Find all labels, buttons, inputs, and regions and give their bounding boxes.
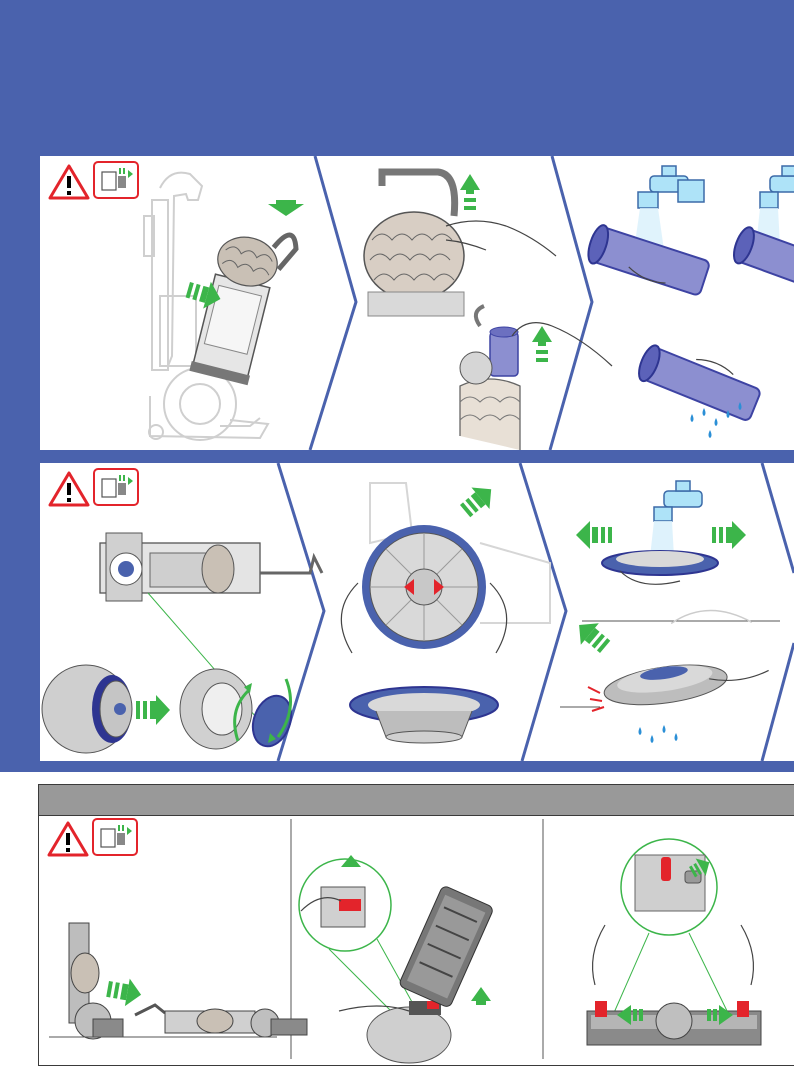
brush-bar-assembly: [338, 1001, 452, 1064]
pre-filter-removal: [459, 304, 613, 450]
green-arrow-icon: [576, 521, 746, 549]
warning-triangle-icon: [48, 164, 90, 200]
section-header-bar: [39, 785, 794, 816]
cyclone-top-view: [363, 168, 557, 317]
rotate-arrow-head: [244, 683, 276, 743]
water-tap-icon: [650, 480, 703, 557]
water-tap-icon: [634, 165, 705, 250]
panel-divider: [548, 156, 594, 450]
post-motor-filter-disc: [340, 525, 508, 654]
callout-line: [612, 932, 650, 1016]
end-cap-detail: [634, 854, 706, 912]
callout-line: [376, 938, 418, 1012]
unplug-icon: [93, 161, 139, 199]
green-arrow-icon: [471, 987, 491, 1005]
machine-lying-down: [99, 532, 324, 602]
green-arrow-icon: [689, 858, 710, 878]
washing-pre-filter: [587, 224, 710, 296]
reclined-vacuum: [134, 1003, 308, 1038]
shaking-pre-filter: [638, 344, 761, 421]
cleaner-head: [586, 924, 762, 1046]
step-row-post-motor-filter: [40, 463, 794, 761]
water-droplet-icon: [690, 402, 742, 438]
green-arrow-icon: [617, 1005, 733, 1025]
panel-divider: [518, 463, 568, 761]
green-arrow-icon: [460, 174, 552, 362]
warning-triangle-icon: [47, 821, 89, 857]
panel-divider: [760, 642, 794, 761]
green-arrow-icon: [341, 855, 361, 867]
unplug-icon: [93, 468, 139, 506]
water-droplet-icon: [638, 725, 678, 743]
panel-divider: [276, 463, 326, 761]
green-arrow-icon: [185, 200, 304, 309]
callout-line: [688, 932, 730, 1016]
green-arrow-icon: [460, 487, 492, 518]
green-arrow-icon: [136, 695, 170, 725]
washing-pre-filter: [733, 226, 794, 287]
callout-line: [328, 948, 396, 1016]
brush-bar-illustrations: [47, 818, 762, 1064]
ball-exploded-view: [41, 664, 293, 754]
rotate-arrow-icon: [233, 678, 292, 742]
warning-triangle-icon: [48, 471, 90, 507]
panel-divider: [308, 156, 358, 450]
brush-bar-section: [38, 784, 794, 1066]
step-row-cyclone-filter: [40, 156, 794, 450]
filter-tapping: [603, 609, 769, 706]
brush-bar-removed: [399, 886, 493, 1007]
row1-illustrations: [48, 156, 794, 450]
green-arrow-icon: [579, 623, 611, 653]
impact-icon: [587, 686, 605, 712]
row2-illustrations: [41, 463, 794, 761]
green-arrow-icon: [106, 978, 142, 1007]
upright-vacuum: [68, 922, 124, 1040]
clip-detail: [300, 886, 366, 928]
panel-divider: [760, 463, 794, 574]
unplug-icon: [92, 818, 138, 856]
upright-vacuum-outline: [143, 171, 270, 441]
filter-under-tap: [601, 550, 719, 585]
post-motor-filter-side-view: [349, 686, 499, 744]
